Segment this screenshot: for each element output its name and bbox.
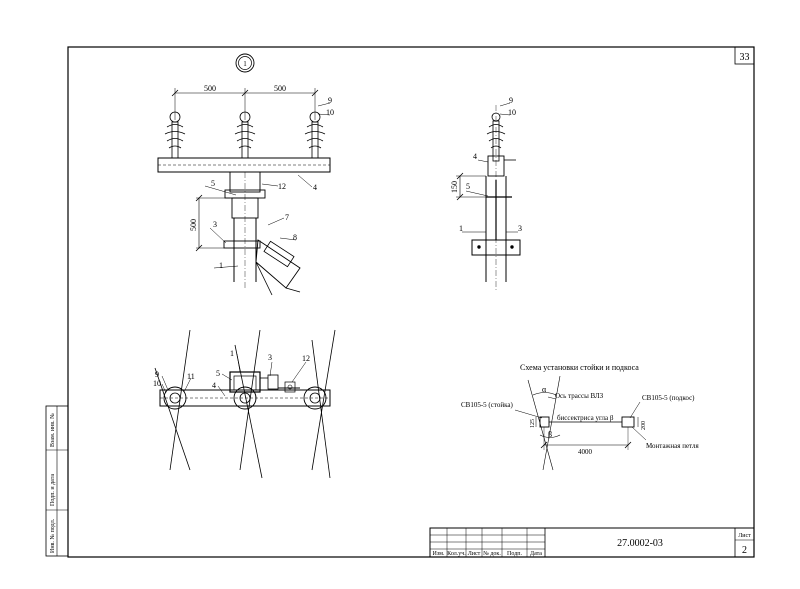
fv-callout-1: 1 (219, 261, 223, 270)
pv-callout-5: 5 (216, 369, 220, 378)
scheme-label-axis: Ось трассы ВЛЗ (555, 392, 604, 400)
scheme-label-stand: СВ105-5 (стойка) (461, 401, 513, 409)
pv-callout-4: 4 (212, 381, 216, 390)
scheme-label-strut: СВ105-5 (подкос) (642, 394, 695, 402)
fv-callout-10: 10 (326, 108, 334, 117)
scheme-dim-200: 200 (641, 421, 647, 430)
scheme-beta-bottom: β (548, 430, 552, 439)
tb-header-koluch: Кол.уч. (447, 551, 466, 557)
scheme-label-loop: Монтажная петля (646, 442, 699, 450)
fv-callout-12: 12 (278, 182, 286, 191)
sheet-number: 33 (740, 52, 750, 63)
pv-callout-12: 12 (302, 354, 310, 363)
sheet-number-box (734, 46, 755, 65)
plan-view (154, 329, 336, 479)
sheet-frame (67, 46, 755, 558)
tb-header-list: Лист (468, 551, 481, 557)
stamp-inv-dup: Взам. инв. № (50, 413, 56, 447)
stamp-inv-orig: Инв. № подл. (50, 518, 56, 553)
sv-callout-5: 5 (466, 182, 470, 191)
fv-callout-8: 8 (293, 233, 297, 242)
stamp-sign-date: Подп. и дата (50, 474, 56, 506)
sv-callout-1: 1 (459, 224, 463, 233)
fv-callout-5: 5 (211, 179, 215, 188)
scheme-alpha: α (542, 385, 547, 394)
sv-callout-3: 3 (518, 224, 522, 233)
scheme-dim-4000: 4000 (578, 448, 593, 456)
scheme-dim-125: 125 (530, 419, 536, 428)
front-view: 1 500 500 (157, 53, 331, 296)
side-stamp: Инв. № подл. Подп. и дата Взам. инв. № (45, 405, 69, 557)
dim-500-right: 500 (274, 84, 286, 93)
fv-callout-7: 7 (285, 213, 289, 222)
tb-header-ndok: № док. (483, 551, 501, 557)
title-block: Изм. Кол.уч. Лист № док. Подп. Дата 27.0… (429, 527, 755, 558)
fv-callout-4: 4 (313, 183, 317, 192)
pv-callout-3: 3 (268, 353, 272, 362)
fv-callout-9: 9 (328, 96, 332, 105)
scheme-label-bisector: биссектриса угла β (557, 414, 614, 422)
pv-callout-1: 1 (230, 349, 234, 358)
pv-callout-9: 9 (155, 370, 159, 379)
sv-callout-9: 9 (509, 96, 513, 105)
tb-header-izm: Изм. (433, 551, 445, 557)
doc-code: 27.0002-03 (617, 538, 663, 549)
tb-header-data: Дата (530, 551, 542, 557)
tb-header-podp: Подп. (507, 551, 522, 557)
pv-callout-10: 10 (153, 379, 161, 388)
dim-500-left: 500 (204, 84, 216, 93)
dim-500-vertical: 500 (189, 219, 198, 231)
list-value: 2 (742, 545, 747, 556)
side-view: 150 (450, 102, 521, 292)
sv-dim-150: 150 (450, 181, 459, 193)
sv-callout-4: 4 (473, 152, 477, 161)
list-label: Лист (738, 533, 751, 539)
scheme-title: Схема установки стойки и подкоса (520, 363, 639, 372)
view-marker: 1 (243, 60, 247, 68)
scheme-diagram (514, 375, 647, 471)
fv-callout-3: 3 (213, 220, 217, 229)
pv-callout-11: 11 (187, 372, 195, 381)
sv-callout-10: 10 (508, 108, 516, 117)
